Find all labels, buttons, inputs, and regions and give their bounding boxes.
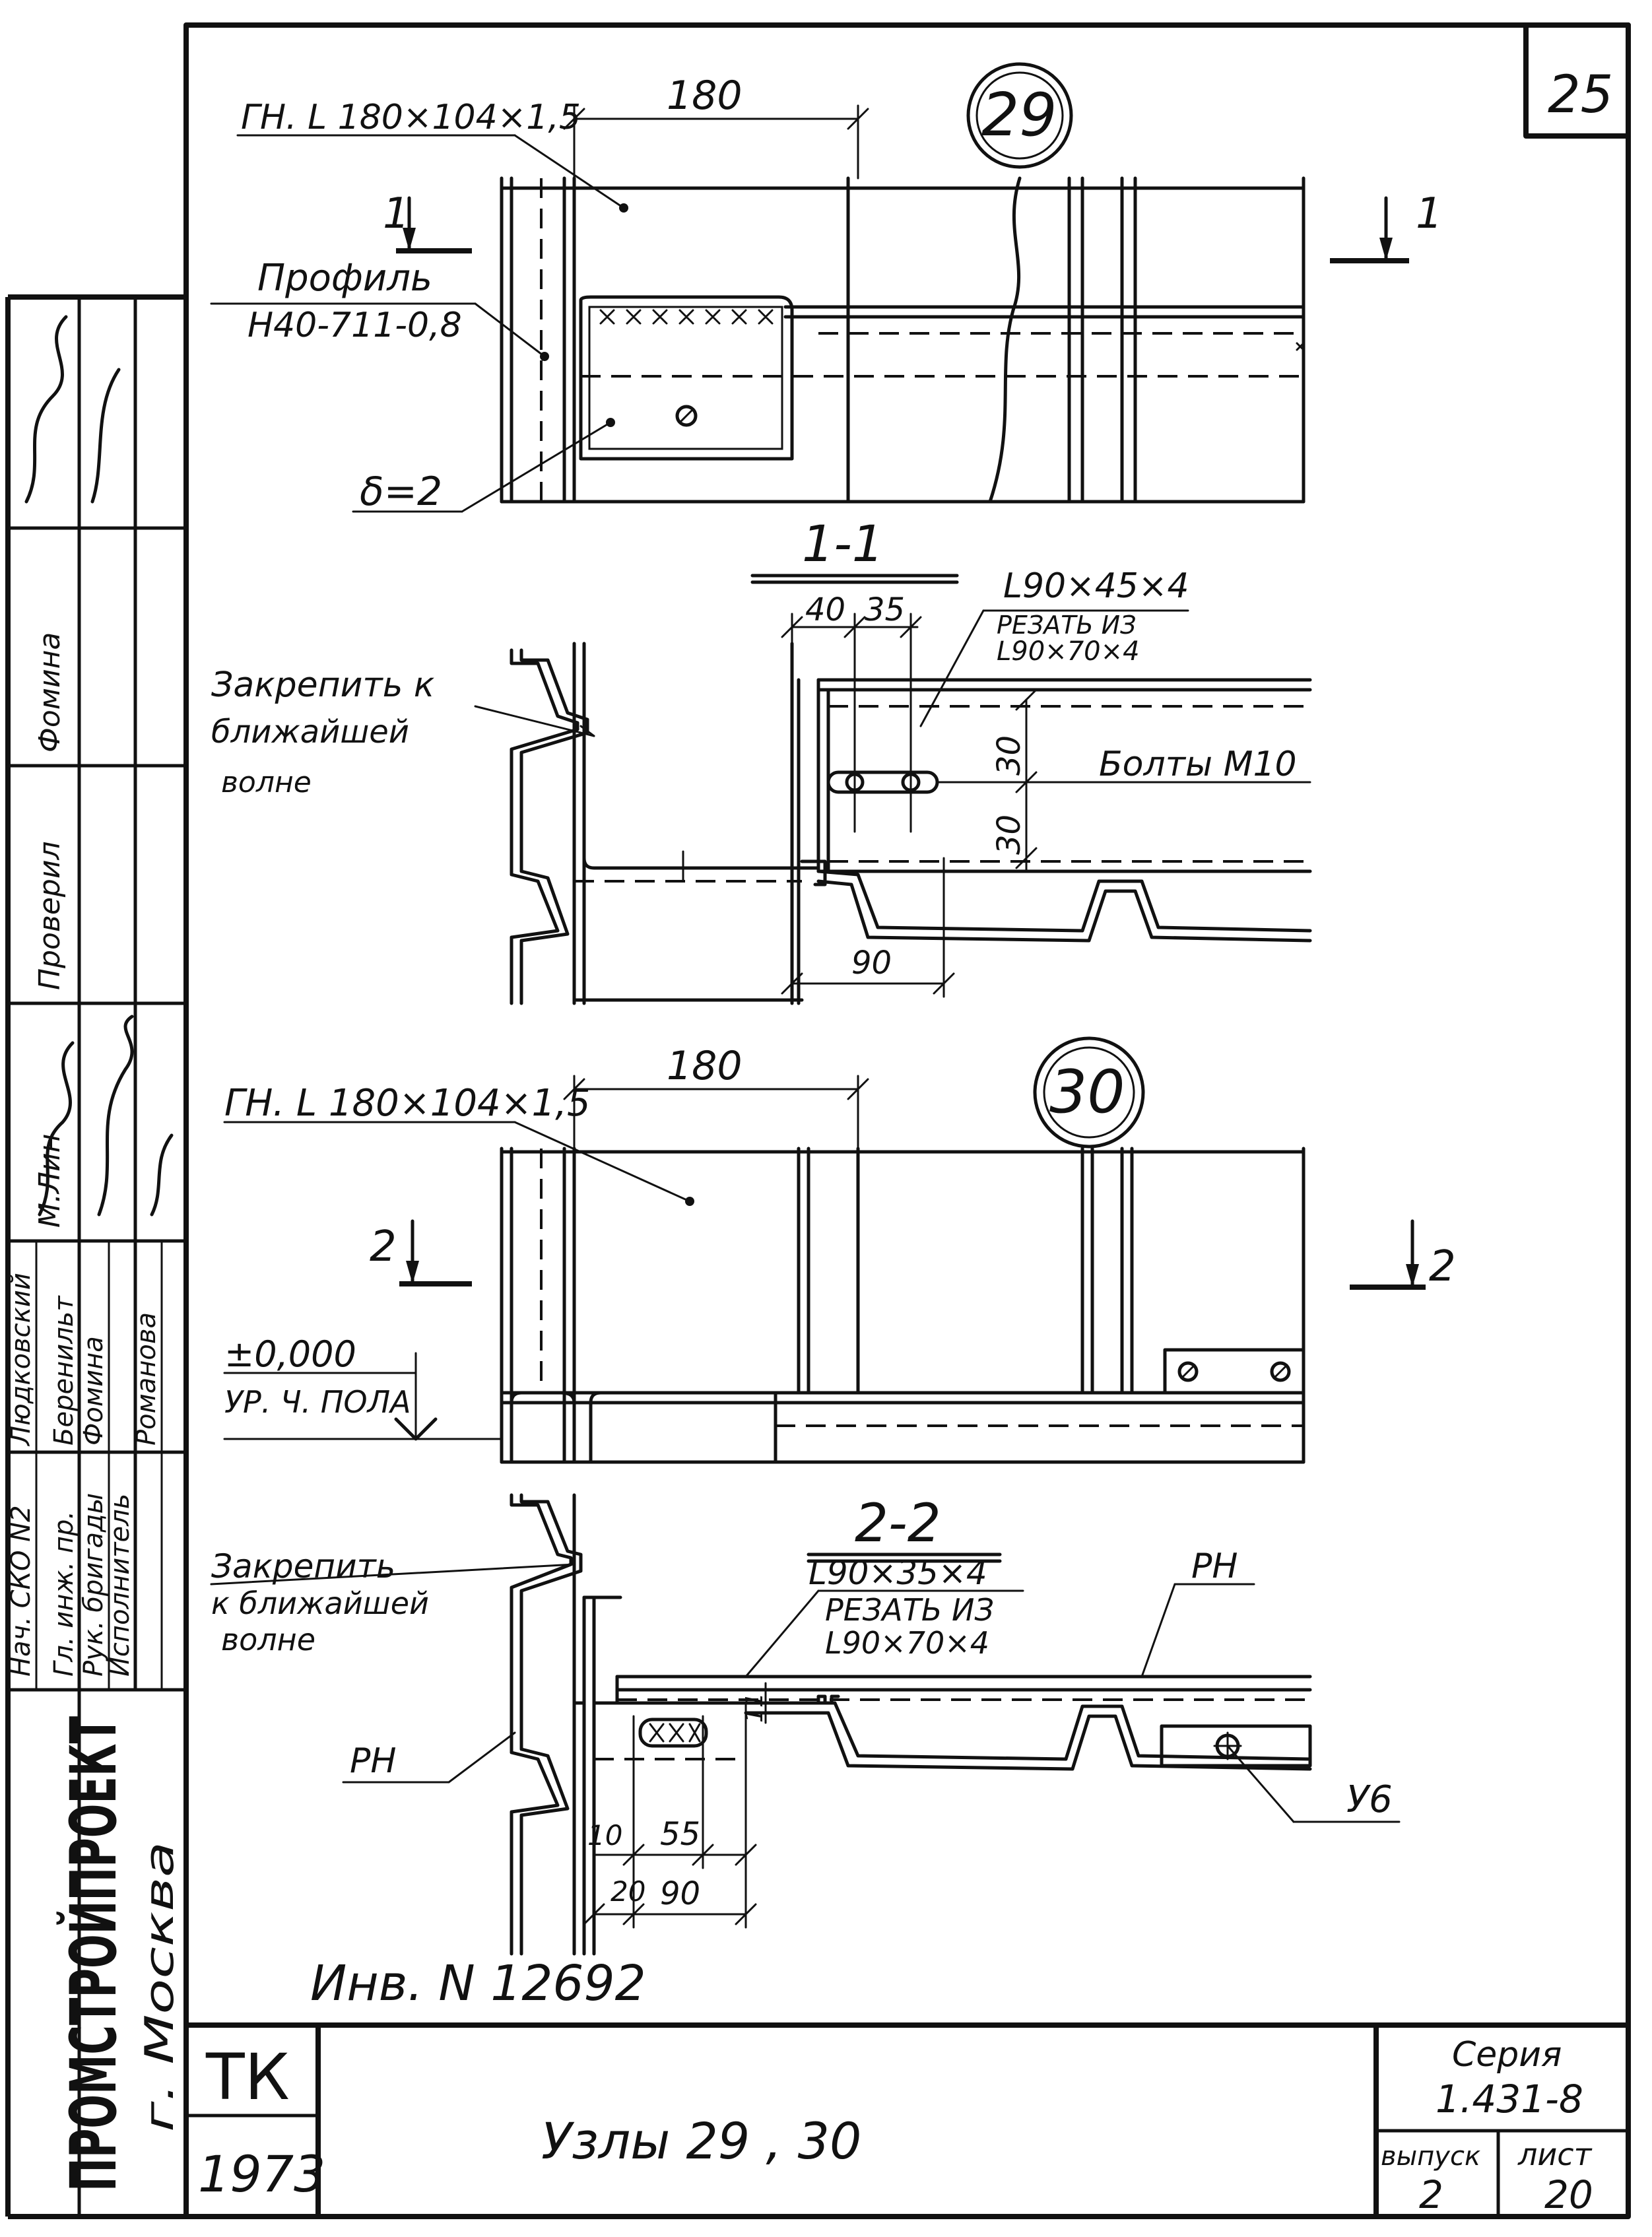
node-30-angle-label: ГН. L 180×104×1,5	[224, 1082, 591, 1125]
stamp-extra-2: Проверил	[33, 841, 67, 990]
node-30-dim-180: 180	[667, 1043, 743, 1089]
node-29-cut-right: 1	[1416, 189, 1443, 238]
title-block	[184, 2022, 1630, 2219]
section-1-1-dim-90: 90	[851, 945, 892, 982]
stamp-name-3: Фомина	[79, 1336, 109, 1446]
issue-value: 2	[1419, 2172, 1443, 2217]
node-30-level-note: УР. Ч. ПОЛА	[224, 1384, 411, 1420]
section-1-1-dim-30a: 30	[991, 735, 1028, 776]
node-29-cut-left: 1	[383, 189, 410, 238]
stamp-name-1: Людковский	[6, 1273, 36, 1447]
stamp-name-2: Беренильт	[49, 1295, 79, 1446]
stamp-role-1: Нач. СКО N2	[6, 1505, 36, 1677]
sheet-value: 20	[1544, 2172, 1593, 2217]
section-1-1-cut1: РЕЗАТЬ ИЗ	[997, 611, 1136, 640]
title-year: 1973	[198, 2145, 325, 2203]
section-2-2-dim-11: 11	[741, 1692, 768, 1723]
node-29-bubble: 29	[981, 81, 1057, 150]
node-29-thickness: δ=2	[360, 469, 442, 515]
sheet-corner-number: 25	[1548, 65, 1613, 125]
series-label: Серия	[1452, 2035, 1562, 2075]
section-2-2-cut2: L90×70×4	[825, 1625, 989, 1661]
signature-scribbles	[24, 315, 174, 1217]
section-2-2-fix-2: к ближайшей	[211, 1586, 429, 1621]
section-1-1-fix-3: волне	[221, 766, 312, 799]
section-2-2-dim-10: 10	[587, 1819, 622, 1852]
side-stamp	[6, 294, 188, 2219]
section-2-2-title: 2-2	[855, 1492, 941, 1554]
section-1-1-bolts: Болты М10	[1099, 745, 1297, 784]
section-2-2-fix-1: Закрепить	[211, 1547, 395, 1586]
node-30-plan	[223, 1036, 1426, 1464]
section-2-2-cut1: РЕЗАТЬ ИЗ	[825, 1592, 994, 1628]
stamp-role-3: Рук. бригады	[79, 1493, 109, 1677]
section-1-1	[474, 574, 1312, 1005]
node-30-bubble: 30	[1049, 1057, 1125, 1127]
node-30-level: ±0,000	[224, 1333, 356, 1375]
stamp-role-4: Исполнитель	[105, 1494, 135, 1677]
stamp-city: г. Москва	[137, 1842, 183, 2132]
node-29-profile-label-2: Н40-711-0,8	[248, 306, 462, 345]
node-30-cut-left: 2	[370, 1222, 397, 1271]
org-code: ТК	[205, 2040, 290, 2114]
section-1-1-angle: L90×45×4	[1003, 566, 1189, 606]
stamp-extra-3: Фомина	[33, 632, 67, 752]
section-1-1-cut2: L90×70×4	[997, 636, 1140, 667]
section-1-1-dim-35: 35	[865, 591, 905, 628]
section-2-2-angle: L90×35×4	[809, 1554, 987, 1592]
node-30-cut-right: 2	[1429, 1242, 1456, 1291]
section-1-1-fix-1: Закрепить к	[211, 665, 435, 705]
sheet-label: лист	[1517, 2137, 1593, 2172]
section-1-1-fix-2: ближайшей	[211, 714, 409, 751]
node-29-profile-label-1: Профиль	[257, 257, 432, 300]
section-2-2-u6: У6	[1346, 1778, 1393, 1821]
drawing-title: Узлы 29 , 30	[541, 2112, 861, 2170]
section-2-2-dim-90: 90	[660, 1875, 700, 1912]
node-29-dim-180: 180	[667, 73, 743, 119]
section-1-1-title: 1-1	[802, 514, 884, 573]
inventory-number: Инв. N 12692	[310, 1955, 646, 2012]
series-value: 1.431-8	[1436, 2077, 1583, 2121]
section-2-2-dim-20: 20	[611, 1875, 645, 1908]
section-1-1-dim-40: 40	[805, 591, 845, 628]
node-29-plan	[210, 62, 1409, 513]
section-1-1-dim-30b: 30	[991, 815, 1028, 855]
stamp-name-4: Романова	[131, 1312, 162, 1446]
stamp-role-2: Гл. инж. пр.	[49, 1511, 79, 1677]
section-2-2-dim-55: 55	[660, 1816, 700, 1853]
stamp-org: ПРОМСТРОЙПРОЕКТ	[56, 1716, 131, 2191]
issue-label: выпуск	[1381, 2141, 1480, 2172]
section-2-2	[210, 1493, 1401, 1956]
stamp-extra-1: М.Лин	[33, 1134, 67, 1228]
sheet-frame	[5, 22, 1631, 2219]
node-29-angle-label: ГН. L 180×104×1,5	[241, 98, 581, 137]
section-2-2-rn-left: РН	[350, 1741, 396, 1781]
section-2-2-fix-3: волне	[221, 1622, 315, 1657]
section-2-2-rn-top: РН	[1191, 1547, 1238, 1586]
